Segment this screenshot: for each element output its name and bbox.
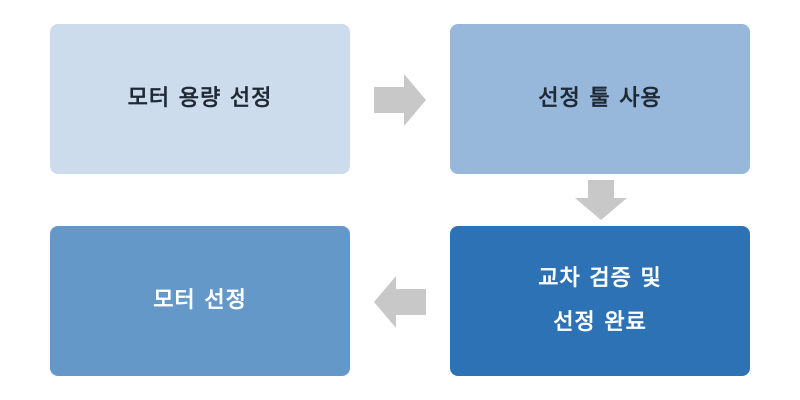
step-label: 모터 선정 <box>153 288 247 313</box>
step-label: 모터 용량 선정 <box>127 86 273 111</box>
arrow-down-icon <box>575 180 627 220</box>
arrow-left-icon <box>374 276 426 328</box>
step-use-selection-tool: 선정 툴 사용 <box>450 24 750 174</box>
step-label: 선정 툴 사용 <box>538 86 662 111</box>
arrow-right-icon <box>374 74 426 126</box>
step-motor-selection: 모터 선정 <box>50 226 350 376</box>
step-cross-verify-complete: 교차 검증 및 선정 완료 <box>450 226 750 376</box>
step-label: 교차 검증 및 선정 완료 <box>538 266 662 335</box>
step-motor-capacity-selection: 모터 용량 선정 <box>50 24 350 174</box>
